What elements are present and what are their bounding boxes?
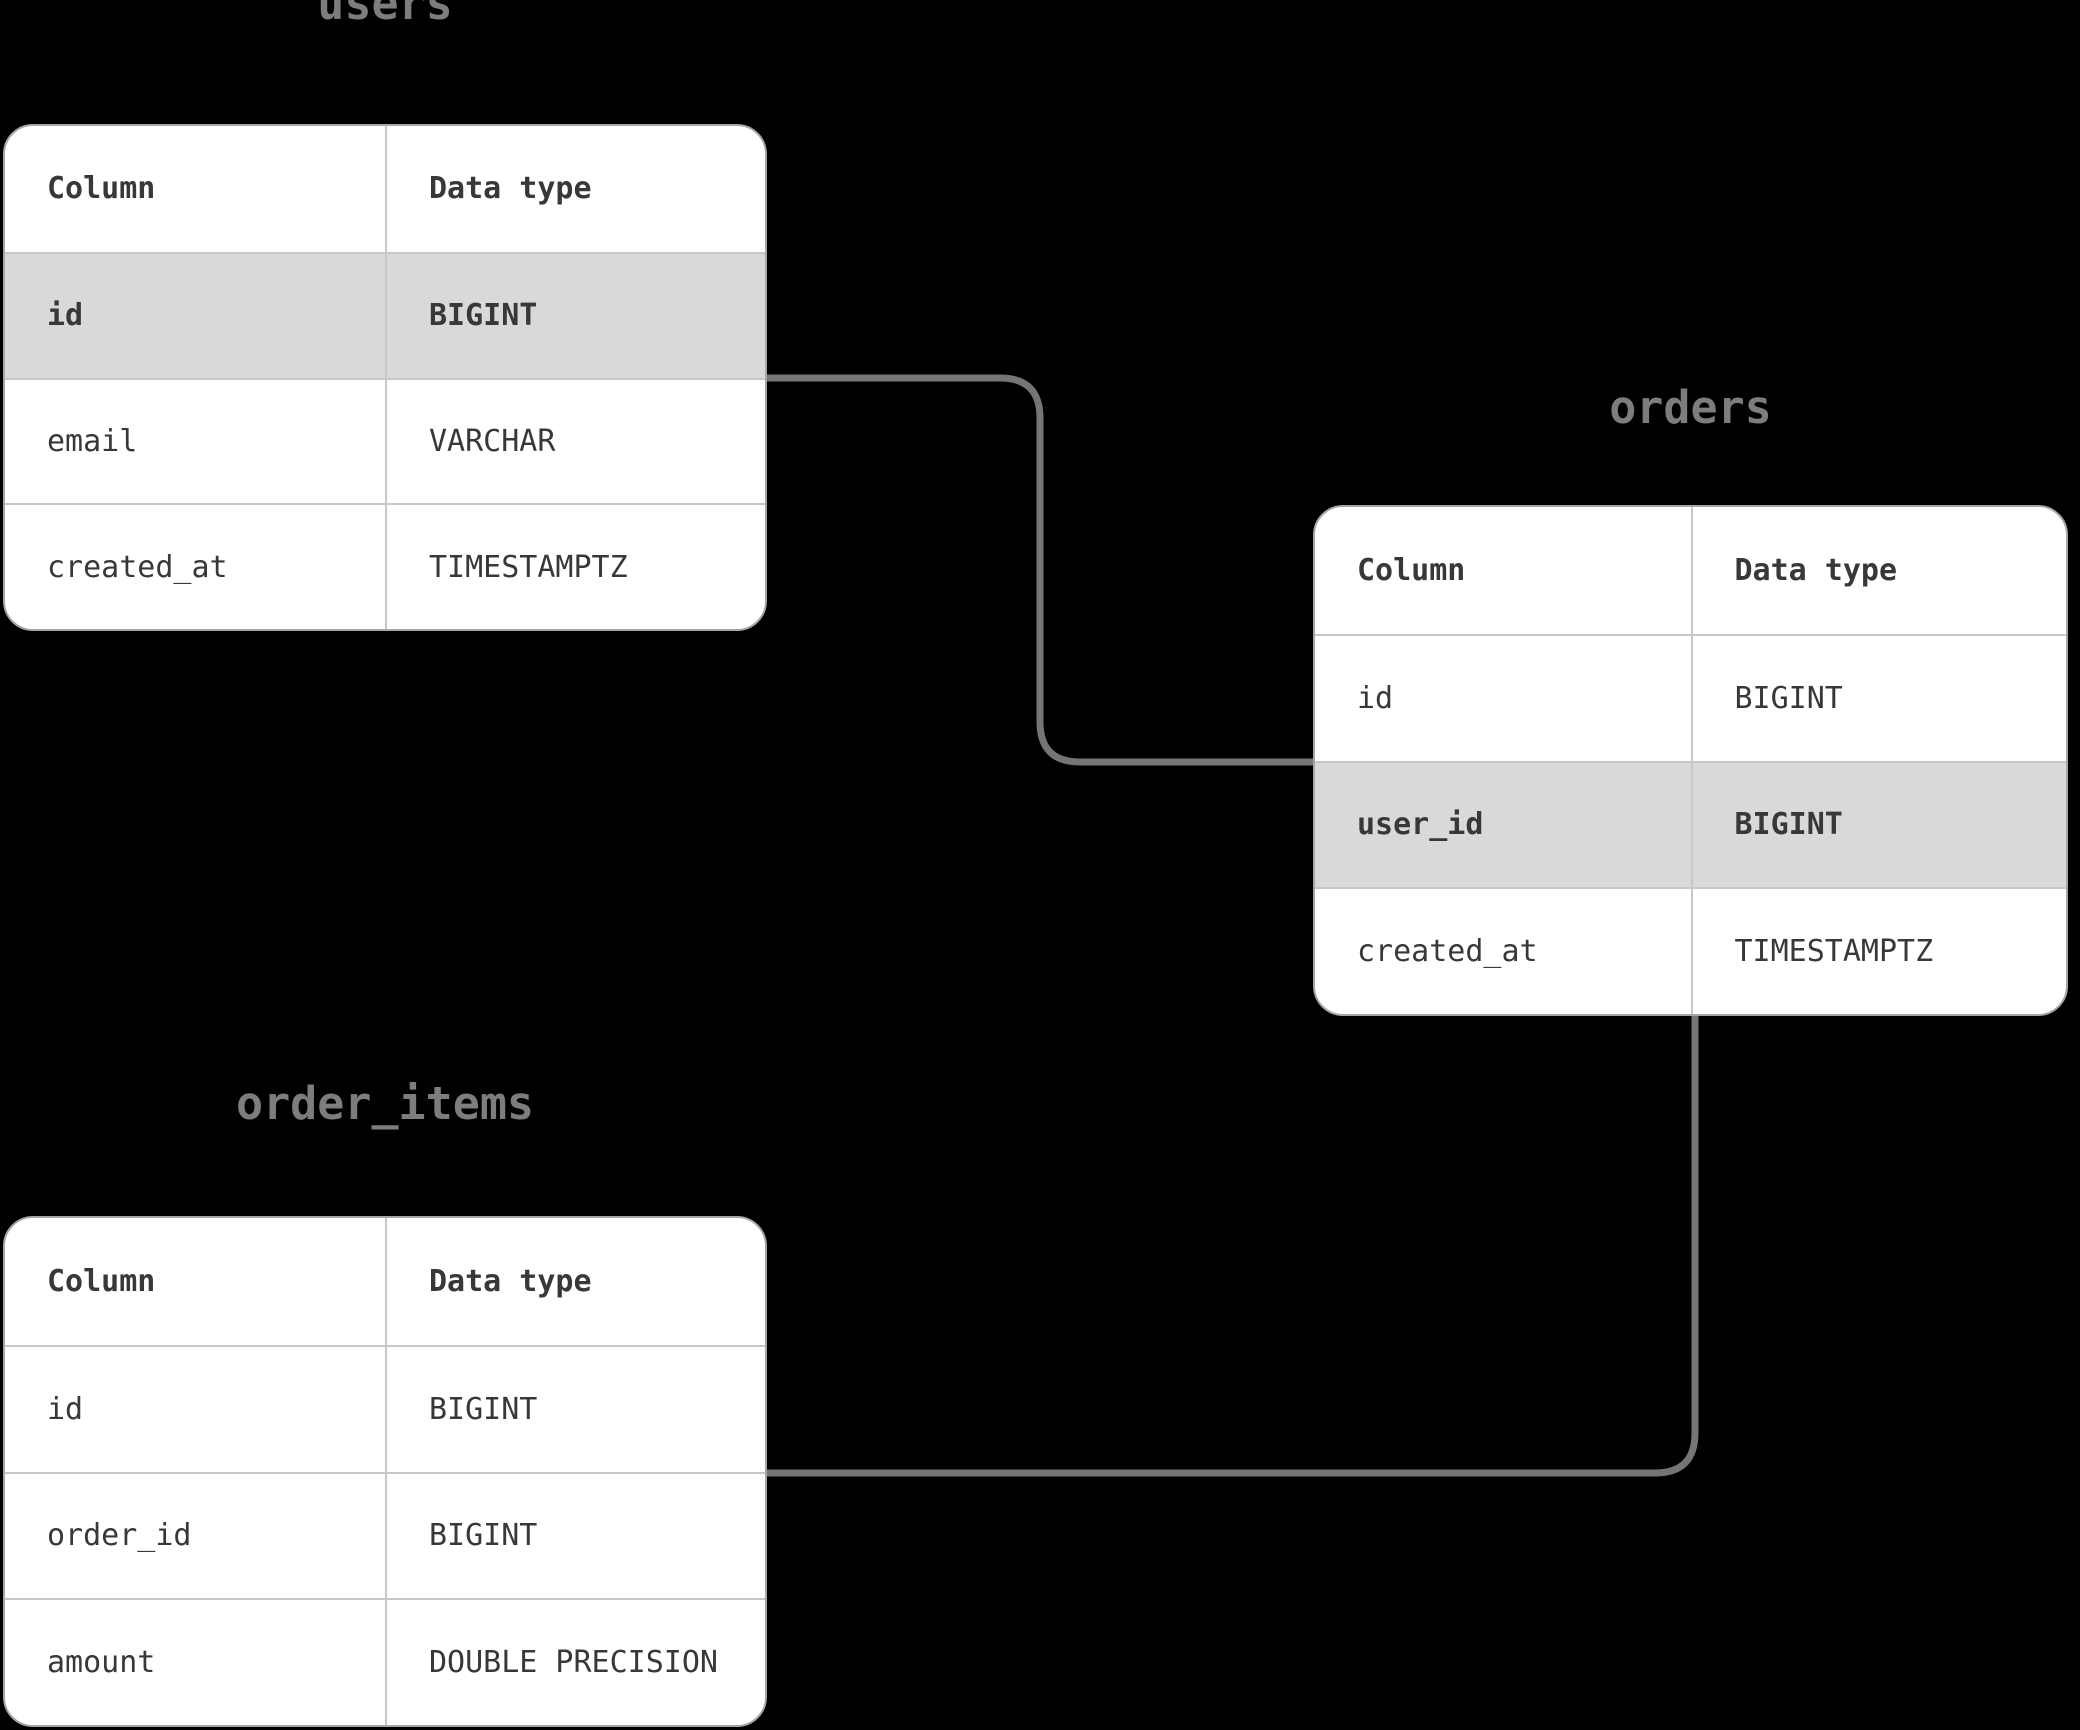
column-name-cell: created_at — [5, 503, 385, 629]
data-type-cell: BIGINT — [1690, 760, 2066, 888]
column-name-cell: email — [5, 377, 385, 504]
data-type-header: Data type — [385, 126, 765, 252]
data-type-cell: BIGINT — [1690, 633, 2066, 761]
data-type-cell: TIMESTAMPTZ — [385, 503, 765, 629]
data-type-cell: DOUBLE PRECISION — [385, 1598, 765, 1725]
column-name-cell: amount — [5, 1598, 385, 1725]
column-name-cell: created_at — [1315, 887, 1691, 1014]
data-type-header: Data type — [1690, 507, 2067, 634]
column-name-cell: id — [1315, 633, 1691, 761]
column-name-cell: user_id — [1315, 760, 1691, 888]
data-type-header: Data type — [385, 1218, 765, 1345]
data-type-cell: BIGINT — [385, 1344, 765, 1472]
table-title-orders: orders — [1609, 381, 1772, 434]
column-name-cell: order_id — [5, 1471, 385, 1599]
column-name-cell: id — [5, 251, 385, 378]
column-header: Column — [47, 1263, 156, 1299]
data-type-cell: TIMESTAMPTZ — [1690, 887, 2066, 1014]
connector-orders-order-items — [750, 1010, 1699, 1477]
data-type-cell: BIGINT — [385, 1471, 765, 1599]
table-title-users: users — [317, 0, 453, 30]
column-header: Column — [47, 171, 156, 207]
connector-users-orders — [750, 374, 1330, 766]
column-name-cell: id — [5, 1344, 385, 1472]
data-type-cell: BIGINT — [385, 251, 765, 378]
data-type-cell: VARCHAR — [385, 377, 765, 504]
column-header: Column — [1357, 552, 1466, 588]
table-title-order-items: order_items — [235, 1077, 534, 1130]
